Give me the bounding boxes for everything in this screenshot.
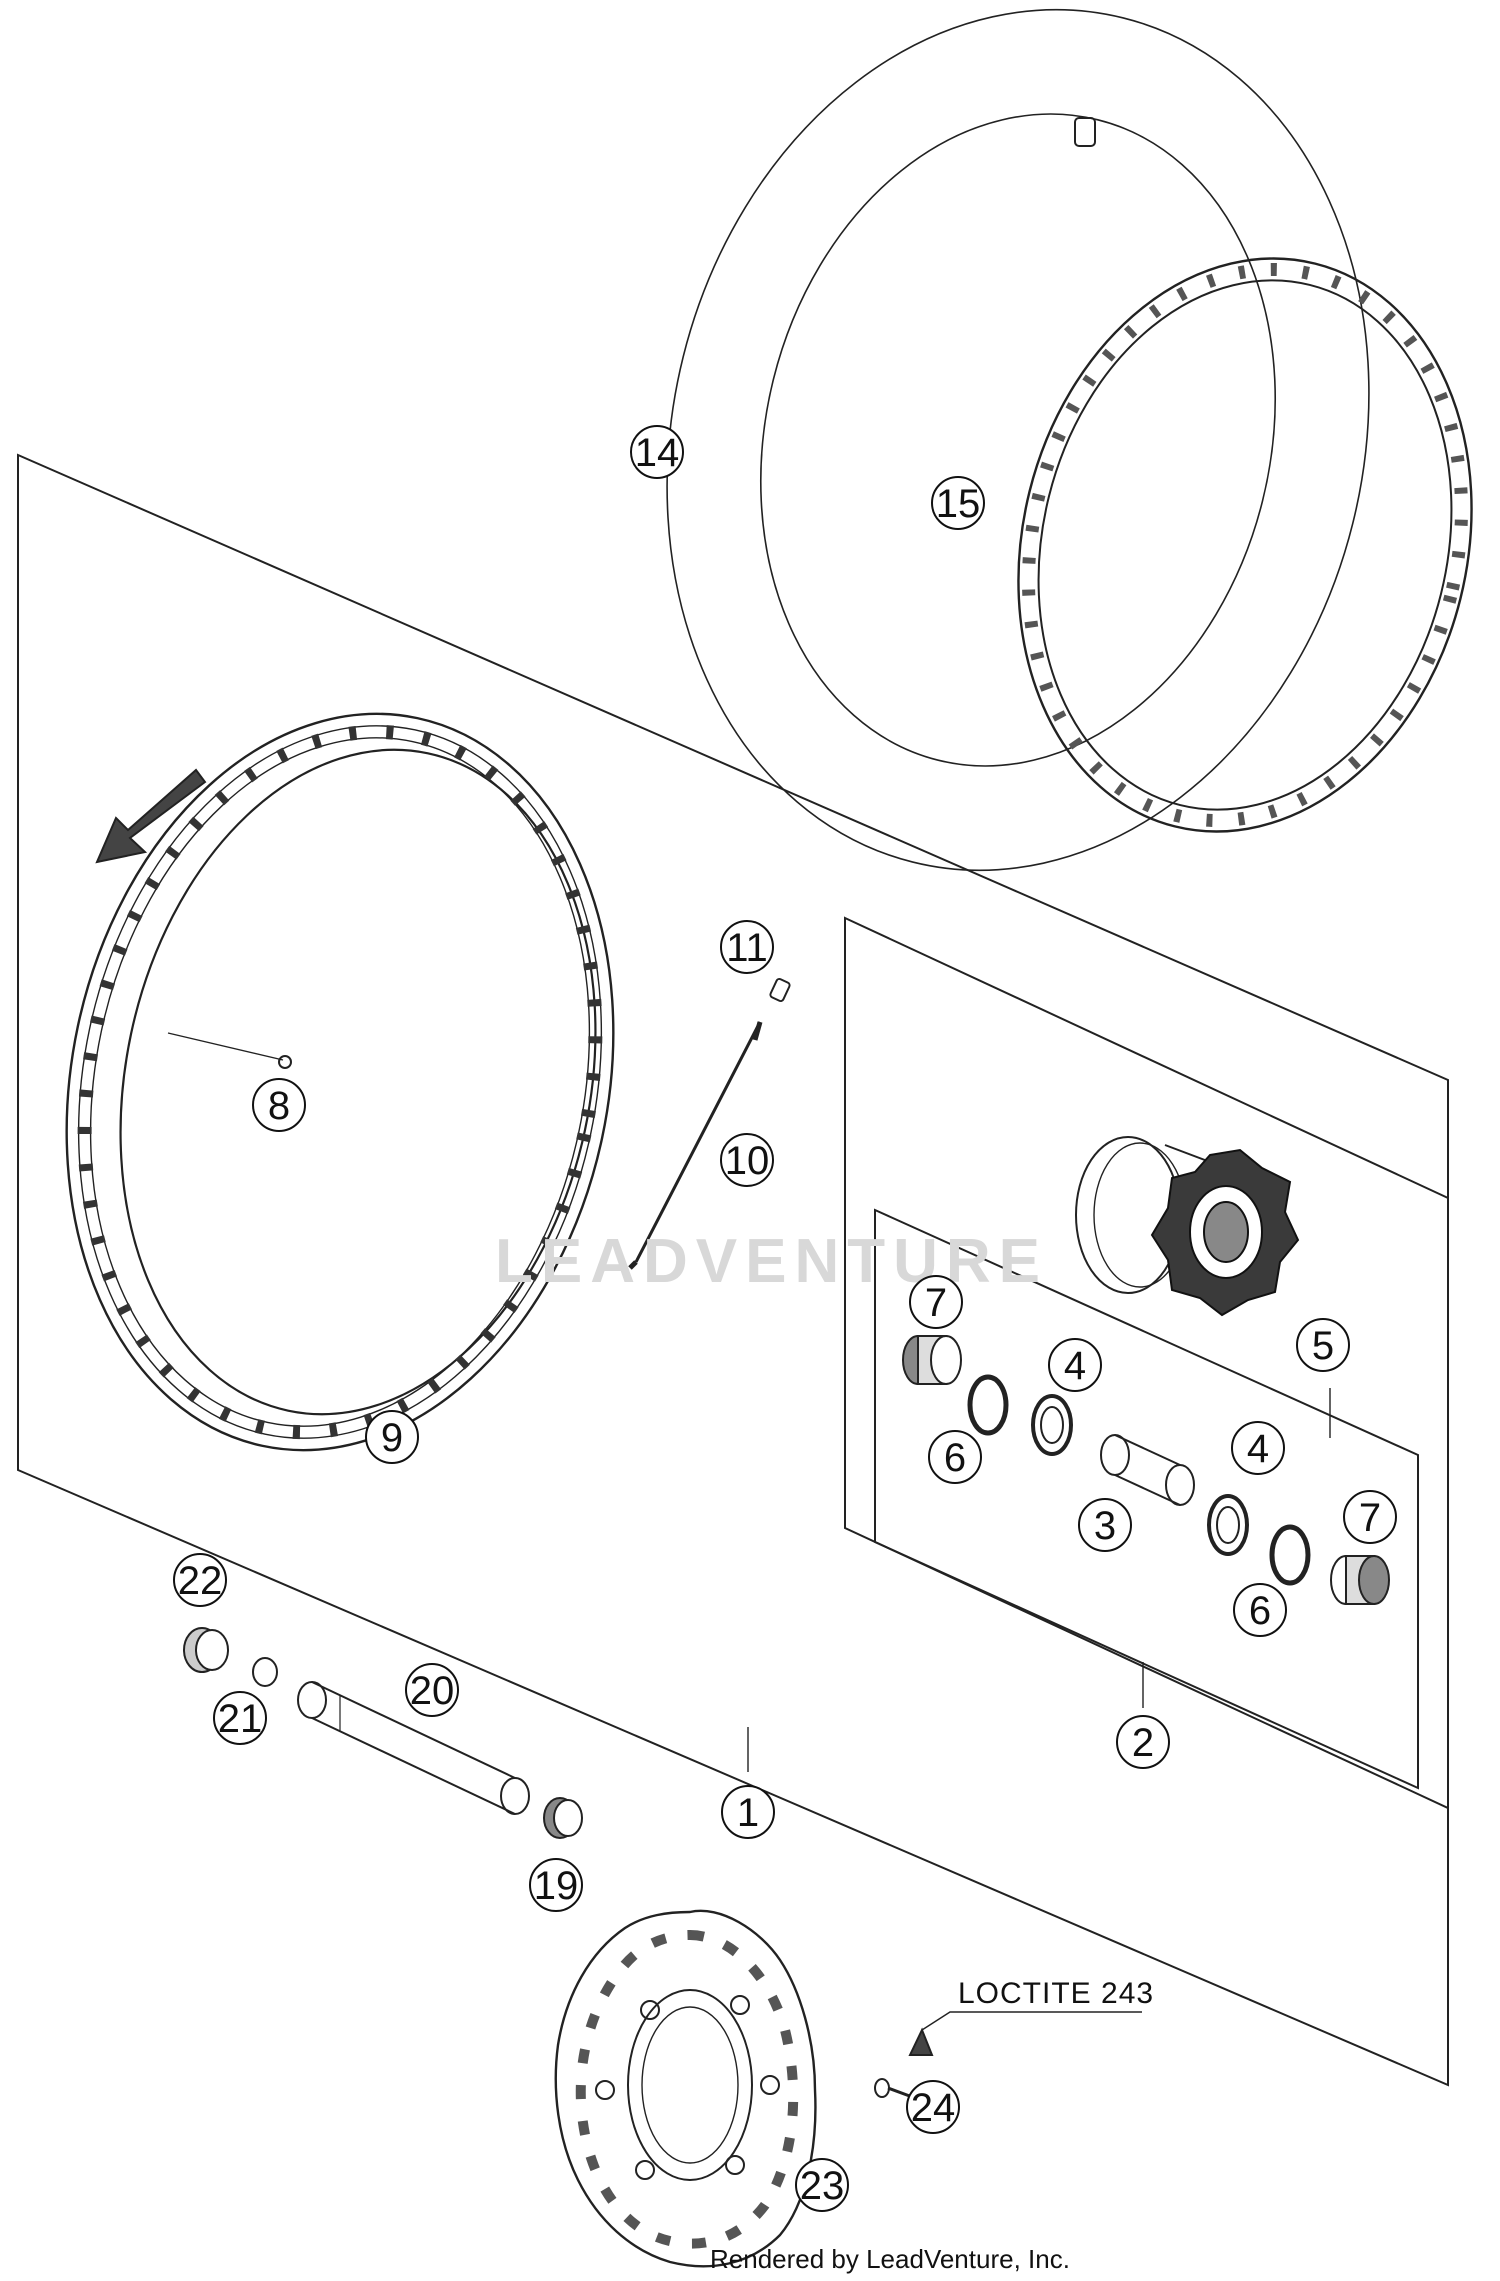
callout-4-left: 4 (1064, 1344, 1086, 1388)
callout-15: 15 (936, 482, 981, 526)
callout-7-right: 7 (1359, 1496, 1381, 1540)
spoke-nipple-11 (769, 977, 791, 1003)
hub (1075, 1136, 1300, 1317)
rotation-arrow-icon (95, 768, 207, 864)
spacer-7-left (902, 1335, 962, 1385)
bearing-4-left (1031, 1394, 1073, 1456)
callout-24: 24 (911, 2086, 956, 2130)
spacer-22 (183, 1627, 229, 1673)
shaft-seal-6-left (967, 1374, 1009, 1436)
callout-21: 21 (218, 1697, 263, 1741)
callout-6-left: 6 (944, 1436, 966, 1480)
callout-9: 9 (381, 1416, 403, 1460)
callout-3: 3 (1094, 1504, 1116, 1548)
tire-valve (1074, 117, 1096, 147)
spoke-nipple (167, 1032, 292, 1069)
callout-11: 11 (726, 926, 768, 970)
callout-20: 20 (410, 1669, 455, 1713)
callout-8: 8 (268, 1084, 290, 1128)
hub-assembly-frame (844, 916, 1449, 1810)
callout-circles (173, 425, 1397, 2212)
callout-5: 5 (1312, 1324, 1334, 1368)
callout-10: 10 (725, 1139, 770, 1183)
rim-tape (1017, 257, 1473, 833)
callout-7-left: 7 (925, 1281, 947, 1325)
callout-4-right: 4 (1247, 1427, 1269, 1471)
callout-1: 1 (737, 1791, 759, 1835)
tire (666, 8, 1370, 872)
leader-lines (747, 1388, 1331, 1772)
brake-disc (554, 1909, 817, 2268)
loctite-note: LOCTITE 243 (958, 1977, 1154, 2010)
callout-22: 22 (178, 1559, 223, 1603)
callout-23: 23 (800, 2164, 845, 2208)
rim (65, 712, 615, 1452)
spoke (628, 1021, 763, 1270)
callout-19: 19 (534, 1864, 579, 1908)
distance-sleeve-3 (1100, 1434, 1195, 1506)
callout-14: 14 (635, 431, 680, 475)
spacer-7-right (1330, 1555, 1390, 1605)
callout-2: 2 (1132, 1721, 1154, 1765)
axle-20 (297, 1681, 530, 1815)
footer-credit: Rendered by LeadVenture, Inc. (710, 2244, 1070, 2274)
bearing-4-right (1207, 1494, 1249, 1556)
loctite-leader-line (921, 2011, 1142, 2031)
wheel-assembly-frame (17, 453, 1449, 2087)
shaft-seal-6-right (1269, 1524, 1311, 1586)
washer-21 (252, 1657, 278, 1687)
callout-6-right: 6 (1249, 1589, 1271, 1633)
spacer-19 (543, 1797, 583, 1839)
watermark: LEADVENTURE (495, 1227, 1048, 1296)
bearing-set-frame (874, 1208, 1419, 1790)
